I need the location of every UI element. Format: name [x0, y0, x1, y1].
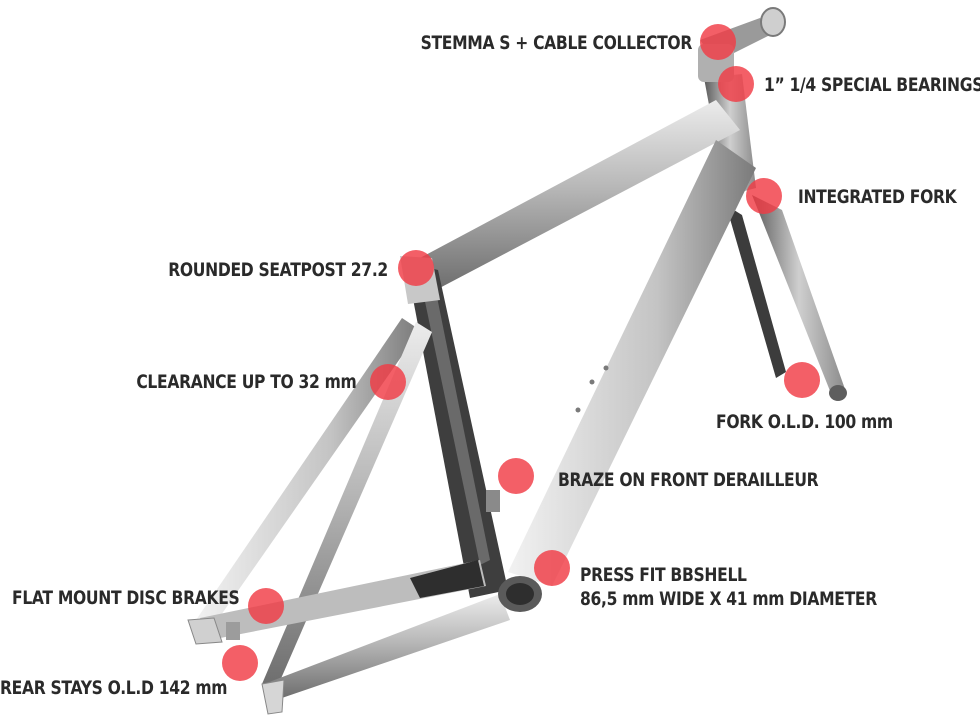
rear-dropout-left — [187, 617, 223, 645]
label-disc: FLAT MOUNT DISC BRAKES — [12, 587, 240, 609]
label-bbshell-line1: PRESS FIT BBSHELL — [580, 564, 747, 586]
hotspot-disc[interactable] — [248, 588, 284, 624]
hotspot-bearings[interactable] — [718, 66, 754, 102]
fork-blade-front — [752, 195, 846, 396]
hotspot-braze-on[interactable] — [498, 458, 534, 494]
label-bbshell-line2: 86,5 mm WIDE X 41 mm DIAMETER — [580, 588, 877, 610]
label-rear-stays: REAR STAYS O.L.D 142 mm — [0, 677, 228, 699]
fork-blade-rear — [726, 205, 786, 378]
chain-stay-right — [264, 594, 510, 700]
label-bearings: 1” 1/4 SPECIAL BEARINGS — [764, 74, 980, 96]
derailleur-mount — [486, 490, 500, 512]
label-seatpost: ROUNDED SEATPOST 27.2 — [168, 259, 388, 281]
hotspot-fork-old[interactable] — [784, 362, 820, 398]
down-tube — [508, 140, 756, 586]
fork-dropout — [829, 385, 847, 401]
stem-clamp — [760, 7, 786, 37]
seat-stay-left — [196, 318, 420, 628]
label-fork: INTEGRATED FORK — [798, 186, 957, 208]
hotspot-fork[interactable] — [746, 178, 782, 214]
label-stem: STEMMA S + CABLE COLLECTOR — [420, 32, 693, 54]
top-tube — [420, 100, 740, 292]
hotspot-bbshell[interactable] — [534, 550, 570, 586]
rear-dropout-right — [261, 679, 285, 715]
label-braze-on: BRAZE ON FRONT DERAILLEUR — [558, 469, 819, 491]
hotspot-rear-stays[interactable] — [222, 645, 258, 681]
label-clearance: CLEARANCE UP TO 32 mm — [135, 371, 356, 393]
hotspot-seatpost[interactable] — [398, 250, 434, 286]
hotspot-stem[interactable] — [700, 24, 736, 60]
hotspot-clearance[interactable] — [370, 364, 406, 400]
label-fork-old: FORK O.L.D. 100 mm — [716, 411, 893, 433]
